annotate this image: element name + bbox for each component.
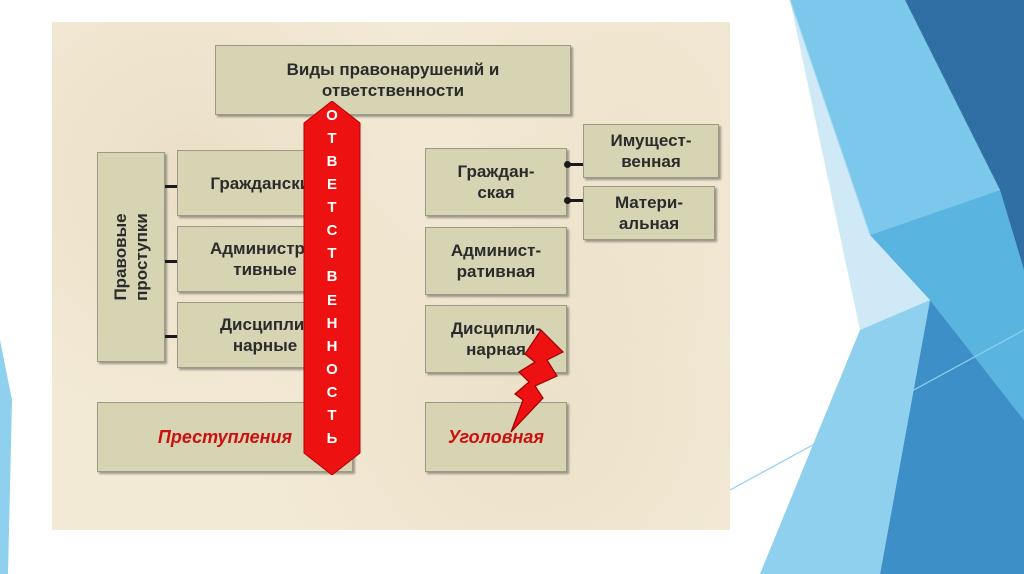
arrow-word: О Т В Е Т С Т В Е Н Н О С Т Ь [303, 108, 361, 446]
liability-box-administrative: Админист- ративная [425, 227, 567, 295]
arrow-letter: Е [326, 176, 337, 194]
lightning-bolt-icon [510, 329, 565, 433]
liability-box-civil: Граждан- ская [425, 148, 567, 216]
connector-dot-material [564, 197, 571, 204]
diagram-title: Виды правонарушений и ответственности [215, 45, 571, 115]
arrow-letter: О [326, 360, 338, 378]
arrow-letter: В [326, 268, 338, 286]
responsibility-arrow [303, 101, 361, 475]
civil-subtype-property: Имущест- венная [583, 124, 719, 178]
decor-thin-line [729, 329, 1024, 491]
arrow-letter: Т [327, 406, 337, 424]
decor-teal-shard [760, 300, 930, 574]
arrow-letter: Т [327, 130, 337, 148]
arrow-letter: С [326, 383, 338, 401]
left-group-label: Правовые проступки [111, 213, 151, 301]
arrow-letter: Ь [326, 429, 338, 447]
connector-dot-property [564, 161, 571, 168]
decor-thin-line-2 [789, 0, 871, 236]
civil-subtype-material: Матери- альная [583, 186, 715, 240]
arrow-letter: В [326, 153, 338, 171]
arrow-letter: Н [326, 337, 338, 355]
connector-material [567, 199, 583, 202]
arrow-letter: Е [326, 291, 337, 309]
decor-blue-shard-top [790, 0, 1000, 235]
decor-blue-shard-mid [870, 190, 1024, 420]
arrow-letter: Т [327, 199, 337, 217]
arrow-letter: С [326, 222, 338, 240]
connector-disciplinary [165, 335, 177, 338]
decor-left-shard [0, 340, 12, 574]
arrow-letter: Т [327, 245, 337, 263]
decor-dark-shard [905, 0, 1024, 270]
arrow-letter: О [326, 107, 338, 124]
decor-mid-shard-bottom [880, 300, 1024, 574]
connector-property [567, 163, 583, 166]
left-group-box: Правовые проступки [97, 152, 165, 362]
arrow-letter: Н [326, 314, 338, 332]
connector-administrative [165, 260, 177, 263]
liability-box-disciplinary: Дисципли- нарная [425, 305, 567, 373]
liability-box-criminal: Уголовная [425, 402, 567, 472]
connector-civil [165, 185, 177, 188]
